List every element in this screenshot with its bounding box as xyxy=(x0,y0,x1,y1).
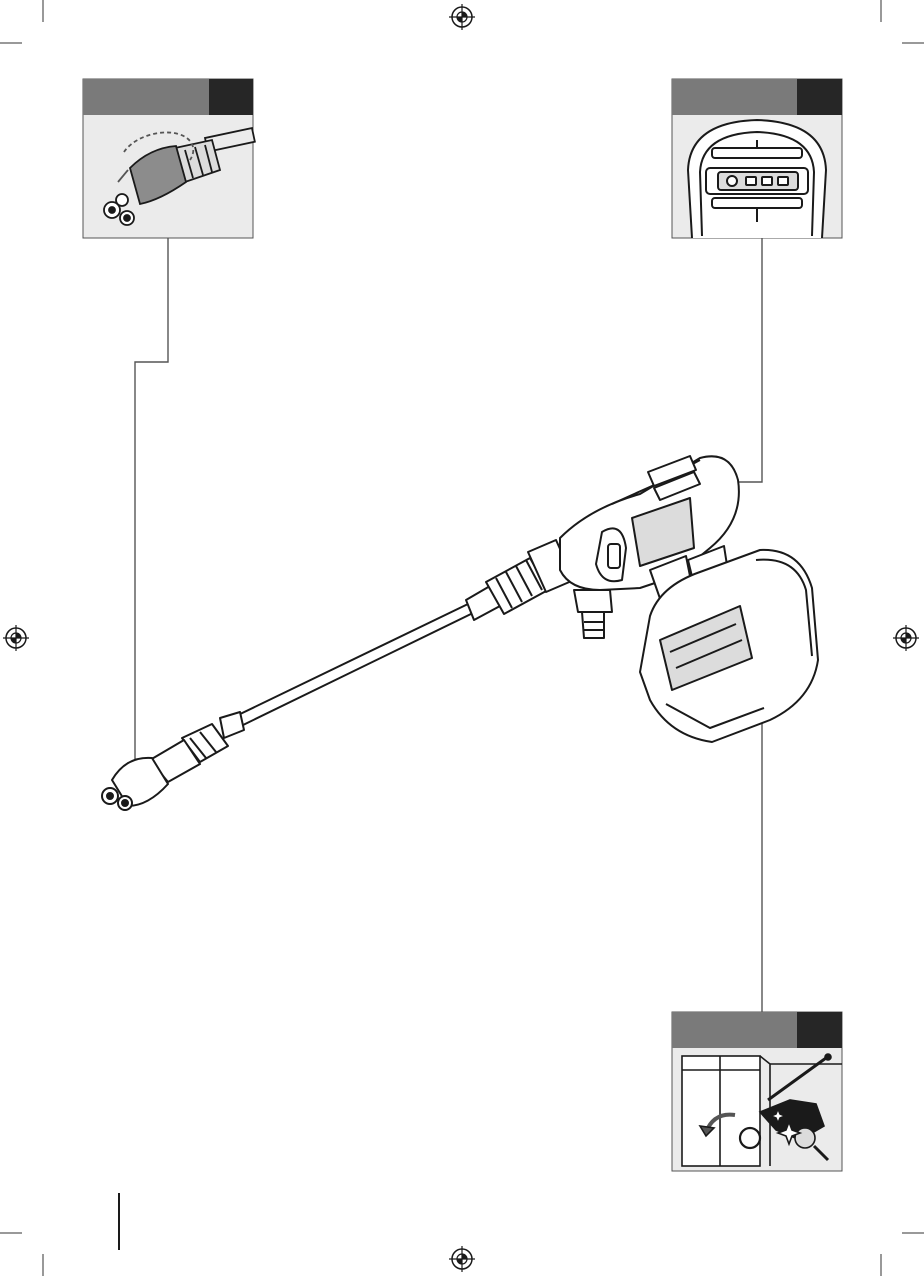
panel-cleaning-use xyxy=(672,1012,842,1171)
panel-header xyxy=(672,1012,797,1048)
pressure-washer-illustration xyxy=(102,456,818,810)
panel-header xyxy=(672,79,797,115)
panel-header xyxy=(83,79,209,115)
battery-port-illustration xyxy=(688,120,826,238)
registration-mark-icon xyxy=(893,625,919,651)
panel-nozzle xyxy=(83,79,255,238)
panel-battery-contacts xyxy=(672,79,842,238)
registration-mark-icon xyxy=(449,4,475,30)
panel-tab xyxy=(209,79,253,115)
panel-tab xyxy=(797,1012,842,1048)
registration-mark-icon xyxy=(449,1246,475,1272)
registration-mark-icon xyxy=(3,625,29,651)
panel-tab xyxy=(797,79,842,115)
